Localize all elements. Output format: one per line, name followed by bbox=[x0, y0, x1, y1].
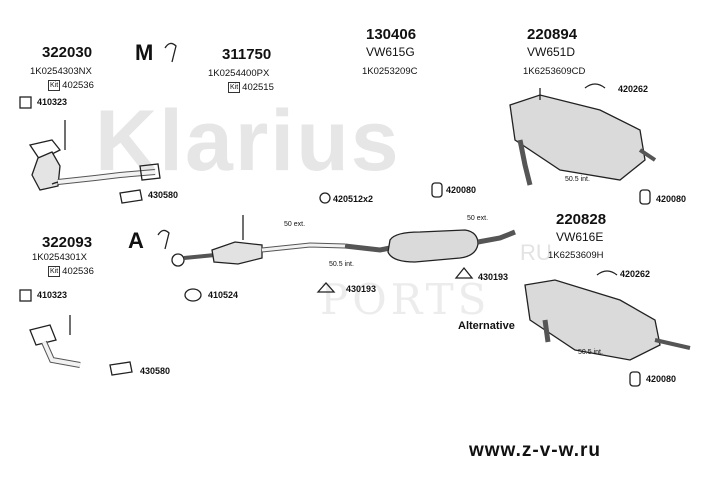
gasket-bottom-icon bbox=[109, 361, 133, 376]
hanger-430193-right-icon bbox=[454, 266, 474, 279]
key-icon-top bbox=[164, 42, 177, 63]
dimension-50ext-left: 50 ext. bbox=[284, 221, 306, 228]
model-130406: VW615G bbox=[366, 45, 415, 59]
hanger-430193-left-icon bbox=[316, 282, 336, 293]
accessory-420080-mid: 420080 bbox=[446, 185, 477, 195]
part-number-220894: 220894 bbox=[527, 26, 578, 43]
part-number-322093: 322093 bbox=[42, 234, 93, 251]
alternative-label: Alternative bbox=[458, 320, 515, 332]
part-number-220828: 220828 bbox=[556, 211, 607, 228]
accessory-420080-bottom: 420080 bbox=[646, 374, 677, 384]
ring-410524-icon bbox=[184, 288, 202, 302]
accessory-410524: 410524 bbox=[208, 290, 239, 300]
manual-variant-label: M bbox=[135, 40, 154, 65]
dimension-50ext-right: 50 ext. bbox=[467, 215, 489, 222]
gasket-top-icon bbox=[119, 189, 143, 204]
model-220828: VW616E bbox=[556, 230, 604, 244]
key-icon-bottom bbox=[157, 229, 170, 250]
footer-url: www.z-v-w.ru bbox=[469, 440, 601, 461]
oe-code-130406: 1K0253209C bbox=[362, 66, 418, 77]
hanger-420262-top-icon bbox=[584, 83, 606, 89]
hanger-420080-right-icon bbox=[639, 189, 651, 205]
ru-watermark: RU bbox=[520, 240, 552, 265]
oe-code-220894: 1K6253609CD bbox=[523, 66, 586, 77]
center-catalyst-icon bbox=[171, 215, 346, 267]
dimension-505-top: 50.5 int. bbox=[565, 176, 590, 183]
model-220894: VW651D bbox=[527, 45, 576, 59]
oe-code-311750: 1K0254400PX bbox=[208, 68, 270, 79]
accessory-420080-right: 420080 bbox=[656, 194, 687, 204]
hanger-420262-bottom-icon bbox=[596, 270, 618, 276]
accessory-420512: 420512x2 bbox=[333, 194, 374, 204]
part-number-130406: 130406 bbox=[366, 26, 417, 43]
dimension-505-bottom: 50.5 int. bbox=[578, 349, 603, 356]
accessory-430580-bottom: 430580 bbox=[140, 366, 171, 376]
center-muffler-icon bbox=[344, 229, 516, 263]
rear-silencer-bottom-icon bbox=[524, 279, 691, 361]
flange-bottom-icon bbox=[19, 289, 32, 302]
hanger-420080-bottom-icon bbox=[629, 371, 641, 387]
accessory-420262-top: 420262 bbox=[618, 84, 649, 94]
front-pipe-top-icon bbox=[57, 163, 161, 185]
accessory-430193-right: 430193 bbox=[478, 272, 509, 282]
hanger-420080-mid-icon bbox=[431, 182, 443, 198]
part-number-311750: 311750 bbox=[222, 46, 272, 63]
front-pipe-bottom-icon bbox=[29, 315, 133, 376]
accessory-420262-bottom: 420262 bbox=[620, 269, 651, 279]
oe-code-322030: 1K0254303NX bbox=[30, 66, 92, 77]
automatic-variant-label: A bbox=[128, 228, 144, 253]
flange-top-icon bbox=[19, 96, 32, 109]
ports-watermark: PORTS bbox=[320, 275, 491, 324]
accessory-410323-top: 410323 bbox=[37, 97, 68, 107]
rear-silencer-top-icon bbox=[509, 88, 657, 186]
clamp-420512-icon bbox=[319, 192, 331, 204]
accessory-430580-top: 430580 bbox=[148, 190, 179, 200]
part-number-322030: 322030 bbox=[42, 44, 93, 61]
oe-code-220828: 1K6253609H bbox=[548, 250, 604, 261]
accessory-430193-left: 430193 bbox=[346, 284, 377, 294]
oe-code-322093: 1K0254301X bbox=[32, 252, 87, 263]
dimension-505-mid: 50.5 int. bbox=[329, 261, 354, 268]
accessory-410323-bottom: 410323 bbox=[37, 290, 68, 300]
